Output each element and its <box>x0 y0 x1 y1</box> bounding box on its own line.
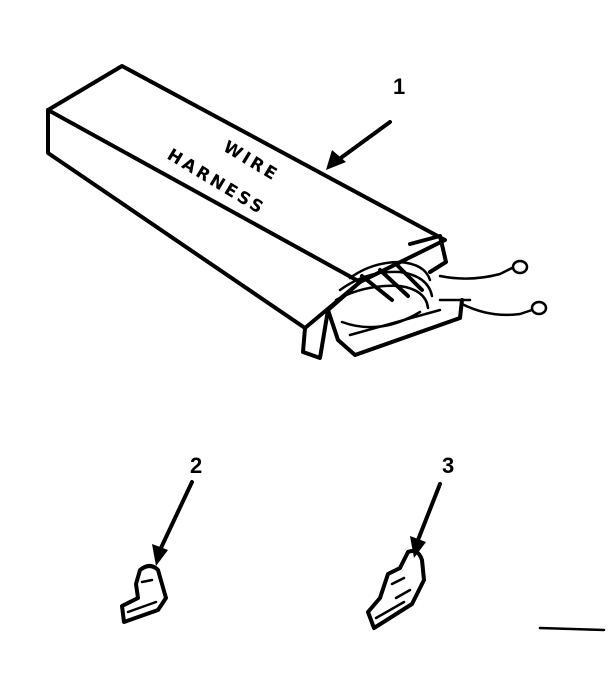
arrow-icon <box>326 120 392 170</box>
callout-3: 3 <box>442 453 454 478</box>
arrow-icon <box>410 482 442 558</box>
wire-harness-package: WIRE HARNESS <box>46 64 548 360</box>
callout-2: 2 <box>190 453 202 478</box>
coiled-wires-icon <box>334 260 434 310</box>
divider-line <box>538 626 606 632</box>
callout-1: 1 <box>393 74 405 99</box>
terminal-connector-icon <box>366 549 426 630</box>
arrow-icon <box>152 480 194 566</box>
terminal-connector-icon <box>120 564 168 624</box>
